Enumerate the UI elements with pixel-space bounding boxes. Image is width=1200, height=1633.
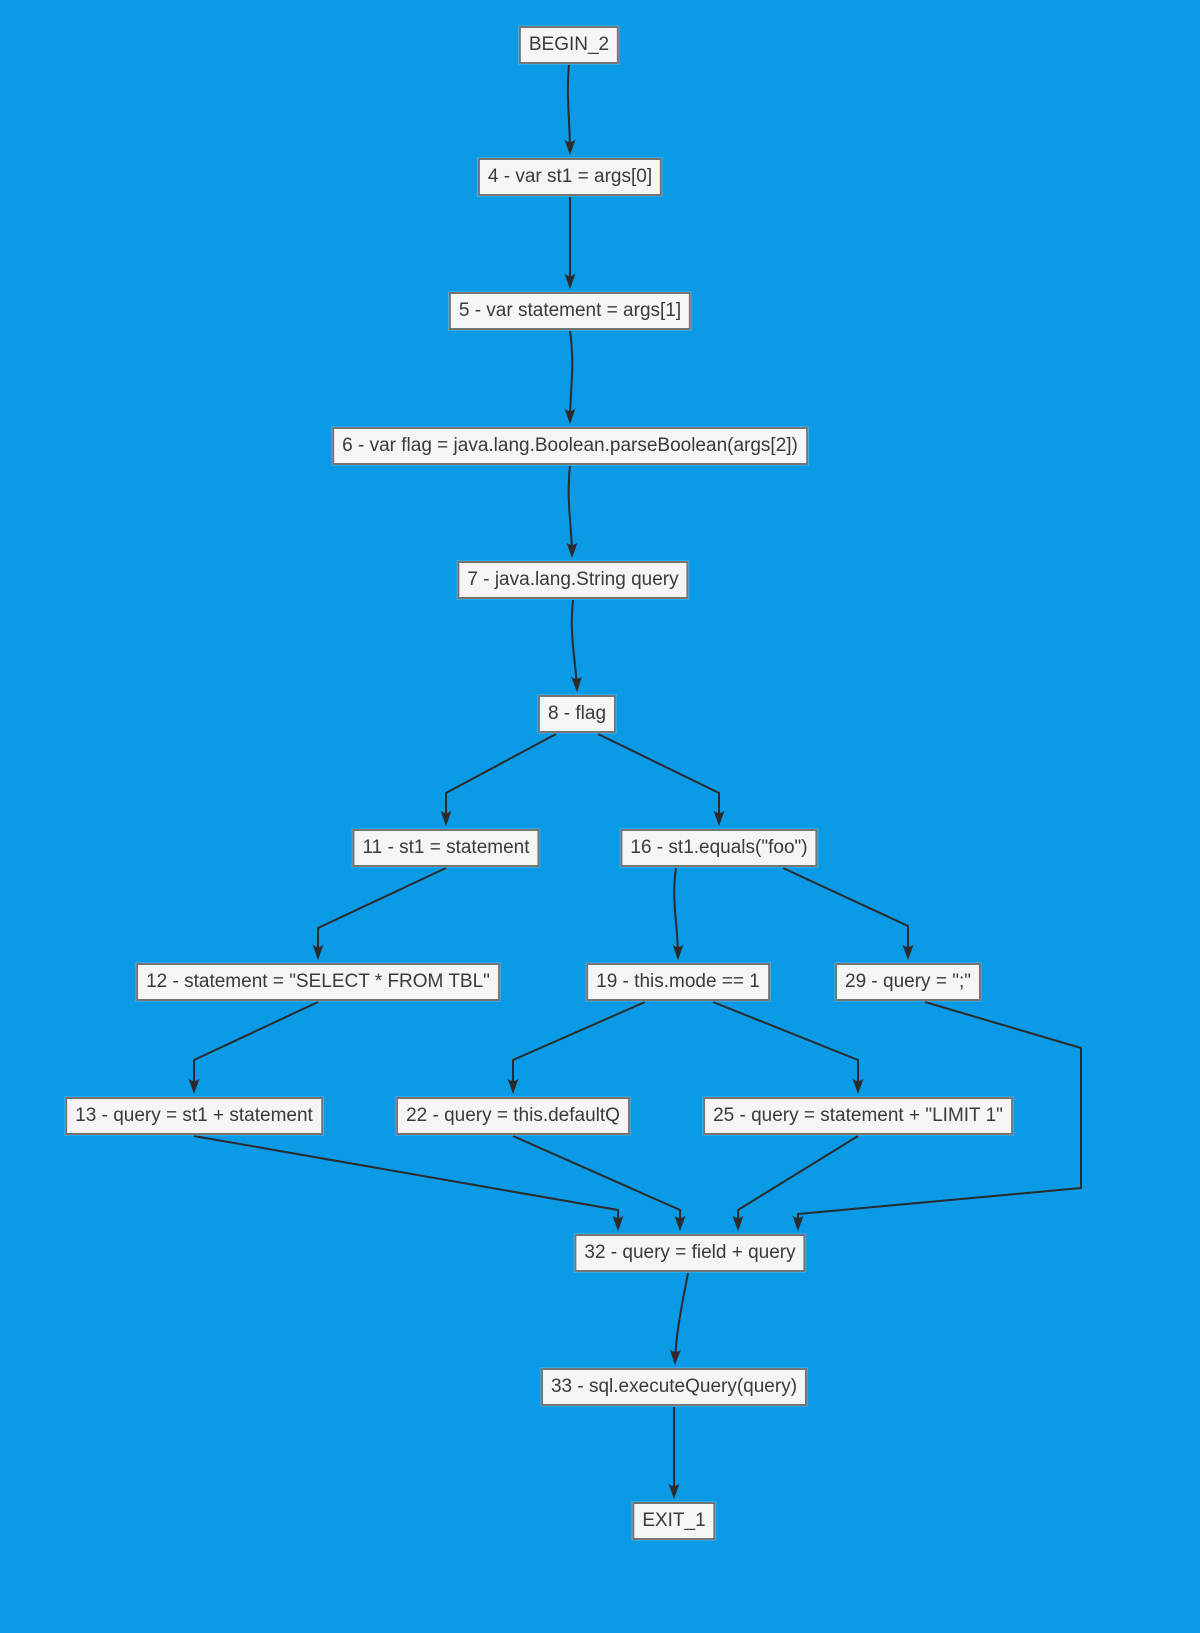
- node-13[interactable]: 13 - query = st1 + statement: [65, 1097, 323, 1135]
- node-25[interactable]: 25 - query = statement + "LIMIT 1": [703, 1097, 1013, 1135]
- edge-16-19: [672, 867, 684, 961]
- edge-16-29: [782, 867, 914, 961]
- edge-25-32: [732, 1135, 859, 1232]
- edge-8-16: [597, 733, 725, 827]
- edge-19-25: [712, 1001, 864, 1095]
- edge-6-7: [566, 465, 578, 559]
- edge-22-32: [512, 1135, 686, 1232]
- node-32[interactable]: 32 - query = field + query: [574, 1234, 806, 1272]
- edge-13-32: [193, 1135, 624, 1232]
- node-5[interactable]: 5 - var statement = args[1]: [448, 292, 692, 330]
- node-6[interactable]: 6 - var flag = java.lang.Boolean.parseBo…: [332, 427, 808, 465]
- node-22[interactable]: 22 - query = this.defaultQ: [396, 1097, 630, 1135]
- node-19[interactable]: 19 - this.mode == 1: [586, 963, 770, 1001]
- node-7[interactable]: 7 - java.lang.String query: [457, 561, 689, 599]
- node-8[interactable]: 8 - flag: [537, 695, 617, 733]
- node-exit1[interactable]: EXIT_1: [632, 1502, 716, 1540]
- node-11[interactable]: 11 - st1 = statement: [352, 829, 540, 867]
- edge-7-8: [570, 599, 583, 693]
- node-33[interactable]: 33 - sql.executeQuery(query): [540, 1368, 808, 1406]
- node-4[interactable]: 4 - var st1 = args[0]: [477, 158, 663, 196]
- node-begin2[interactable]: BEGIN_2: [518, 26, 620, 64]
- edge-32-33: [669, 1272, 689, 1366]
- edge-8-11: [440, 733, 557, 827]
- node-16[interactable]: 16 - st1.equals("foo"): [620, 829, 818, 867]
- edge-11-12: [312, 867, 447, 961]
- node-29[interactable]: 29 - query = ";": [835, 963, 981, 1001]
- node-12[interactable]: 12 - statement = "SELECT * FROM TBL": [136, 963, 500, 1001]
- edge-5-6: [564, 330, 576, 425]
- edge-12-13: [188, 1001, 319, 1095]
- edge-19-22: [507, 1001, 646, 1095]
- edge-begin2-4: [564, 64, 576, 156]
